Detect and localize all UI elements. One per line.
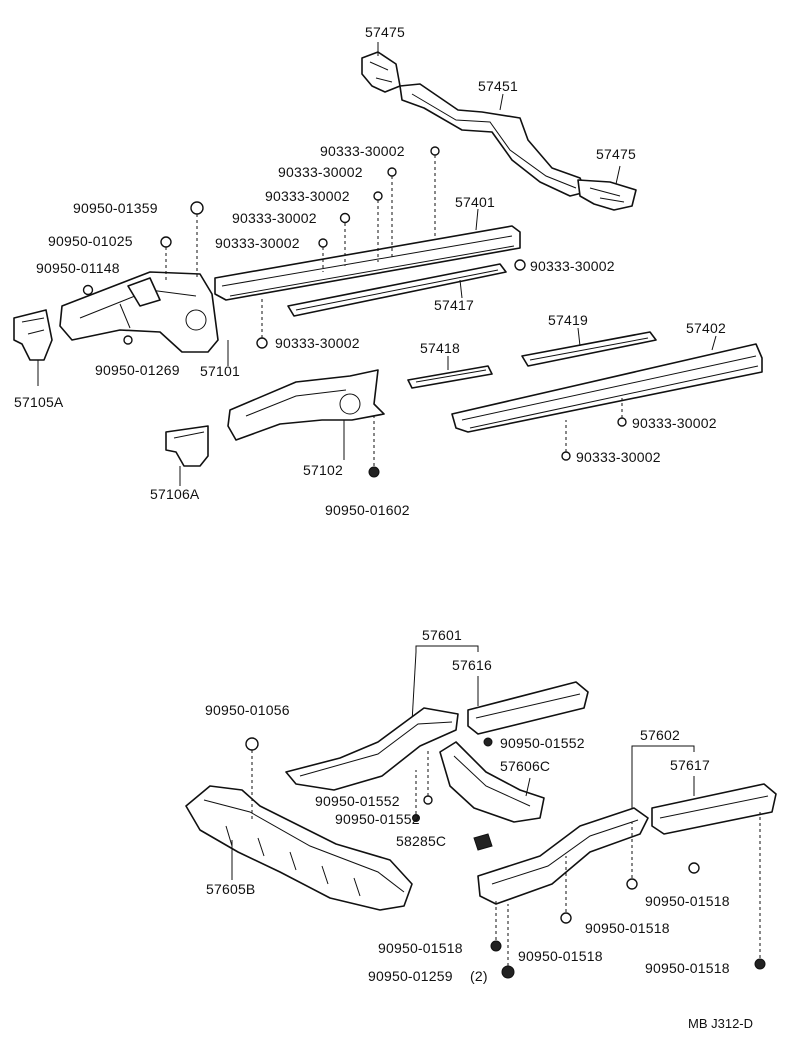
label-57617: 57617: [670, 757, 710, 773]
label-57401: 57401: [455, 194, 495, 210]
label-90950-01552-a: 90950-01552: [500, 735, 585, 751]
label-57418: 57418: [420, 340, 460, 356]
label-90333-h: 90333-30002: [632, 415, 717, 431]
part-57451: [399, 83, 587, 197]
label-90950-01259: 90950-01259: [368, 968, 453, 984]
label-90950-01552-c: 90950-01552: [335, 811, 420, 827]
reference-code: MB J312-D: [688, 1016, 754, 1031]
label-90950-01602: 90950-01602: [325, 502, 410, 518]
part-57617: [651, 783, 777, 835]
bottom-fasteners: [245, 737, 766, 979]
label-57419: 57419: [548, 312, 588, 328]
label-90950-01025: 90950-01025: [48, 233, 133, 249]
label-90333-e: 90333-30002: [215, 235, 300, 251]
label-57606C: 57606C: [500, 758, 551, 774]
label-90950-01518-e: 90950-01518: [645, 960, 730, 976]
part-57616: [467, 681, 589, 735]
label-90333-f: 90333-30002: [530, 258, 615, 274]
part-57601: [285, 707, 459, 791]
label-57102: 57102: [303, 462, 343, 478]
label-90333-b: 90333-30002: [278, 164, 363, 180]
top-fasteners: [82, 146, 627, 478]
label-57451: 57451: [478, 78, 518, 94]
label-57105A: 57105A: [14, 394, 64, 410]
part-57402: [451, 343, 763, 433]
label-57475-top: 57475: [365, 24, 405, 40]
part-57602: [477, 807, 649, 905]
label-90950-01148: 90950-01148: [36, 260, 120, 276]
label-90950-01359: 90950-01359: [73, 200, 158, 216]
part-57418: [407, 365, 493, 389]
part-57106A: [165, 425, 209, 467]
label-90950-01518-b: 90950-01518: [585, 920, 670, 936]
part-57105A: [13, 309, 53, 361]
label-57475-right: 57475: [596, 146, 636, 162]
label-90333-i: 90333-30002: [576, 449, 661, 465]
part-57419: [521, 331, 657, 367]
label-quantity-2: (2): [470, 968, 488, 984]
label-90950-01518-d: 90950-01518: [518, 948, 603, 964]
part-57417: [287, 263, 507, 317]
label-90333-d: 90333-30002: [232, 210, 317, 226]
label-57417: 57417: [434, 297, 474, 313]
part-57605B: [185, 785, 413, 911]
bracket-57601: [415, 645, 479, 652]
part-57102: [227, 369, 385, 441]
label-90950-01269: 90950-01269: [95, 362, 180, 378]
label-57616: 57616: [452, 657, 492, 673]
part-57101: [59, 271, 219, 353]
label-57601: 57601: [422, 627, 462, 643]
label-57602: 57602: [640, 727, 680, 743]
label-58285C: 58285C: [396, 833, 447, 849]
part-57475-right: [577, 179, 637, 211]
bracket-57602: [631, 745, 695, 752]
label-57605B: 57605B: [206, 881, 256, 897]
label-90333-g: 90333-30002: [275, 335, 360, 351]
part-57475-top: [361, 51, 401, 93]
label-90333-c: 90333-30002: [265, 188, 350, 204]
label-57402: 57402: [686, 320, 726, 336]
part-57401: [214, 225, 521, 301]
label-90950-01056: 90950-01056: [205, 702, 290, 718]
label-90950-01518-c: 90950-01518: [378, 940, 463, 956]
label-57106A: 57106A: [150, 486, 200, 502]
part-57606C: [439, 741, 545, 823]
label-90950-01552-b: 90950-01552: [315, 793, 400, 809]
label-90333-a: 90333-30002: [320, 143, 405, 159]
label-57101: 57101: [200, 363, 240, 379]
label-90950-01518-a: 90950-01518: [645, 893, 730, 909]
